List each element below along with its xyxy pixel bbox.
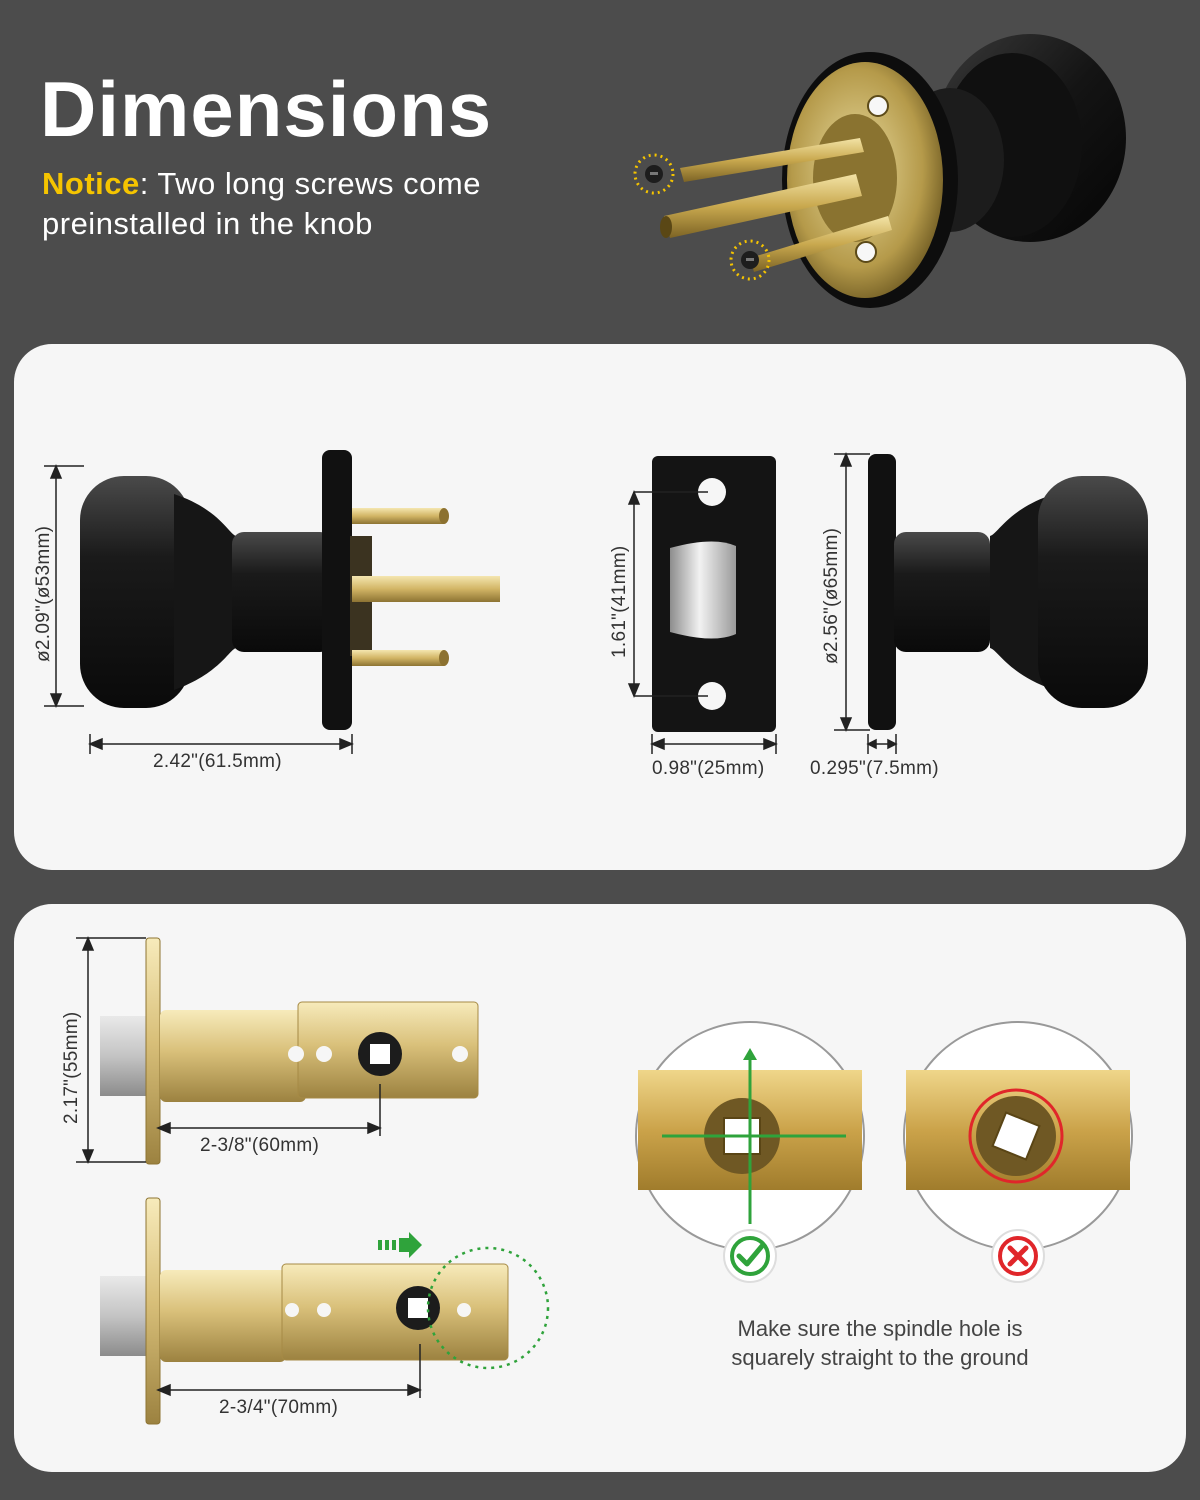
arrow-right-icon [378,1232,422,1258]
mounting-posts [660,138,892,272]
strike-width-label: 0.98"(25mm) [652,758,765,779]
rose-thickness-label: 0.295"(7.5mm) [810,758,939,779]
check-icon [723,1229,777,1283]
dimension-line-backset-70 [156,1344,422,1398]
latch-dimension-drawings [76,936,1133,1425]
dimension-line-backset-60 [156,1084,382,1136]
rose-diameter-label: ø2.56"(ø65mm) [821,527,842,664]
faceplate-height-label: 2.17"(55mm) [61,1011,82,1124]
knob-length-label: 2.42"(61.5mm) [153,751,282,772]
backset-70-label: 2-3/4"(70mm) [219,1397,339,1418]
dimension-line-knob-diameter [44,464,84,708]
cross-icon [991,1229,1045,1283]
dimension-line-strike-height [627,490,708,698]
screw-highlight-top [633,153,675,195]
knob-dimension-drawings [44,450,1148,754]
notice-text: Notice: Two long screws come preinstalle… [42,164,602,244]
dimension-line-rose-diameter [834,452,870,732]
latch-60mm [100,937,479,1165]
strike-plate [652,456,776,732]
knob-diameter-label: ø2.09"(ø53mm) [33,525,54,662]
dimension-line-knob-length [88,734,354,754]
dimension-line-faceplate-height [76,936,146,1164]
knob-side-view-right [868,454,1148,730]
spindle-caption: Make sure the spindle hole is squarely s… [731,1316,1029,1370]
screw-highlight-bottom [729,239,771,281]
dimension-panel-knob: ø2.09"(ø53mm) 2.42"(61.5mm) 1.61"(41mm) … [14,344,1186,870]
spindle-wrong-zoom [903,1021,1133,1251]
spindle-correct-zoom [635,1021,865,1251]
notice-body: : Two long screws come preinstalled in t… [42,166,481,241]
dimension-line-strike-width [650,734,778,754]
dimension-line-rose-thickness [866,734,898,754]
strike-height-label: 1.61"(41mm) [609,545,630,658]
backset-60-label: 2-3/8"(60mm) [200,1135,320,1156]
page-title: Dimensions [40,65,493,153]
dimension-panel-latch: 2.17"(55mm) 2-3/8"(60mm) 2-3/4"(70mm) Ma… [14,904,1186,1472]
knob-side-view-left [80,450,500,730]
rose-plate [782,52,958,308]
knob-with-screws-illustration [633,34,1126,308]
notice-label: Notice [42,166,140,201]
latch-70mm [100,1197,550,1425]
